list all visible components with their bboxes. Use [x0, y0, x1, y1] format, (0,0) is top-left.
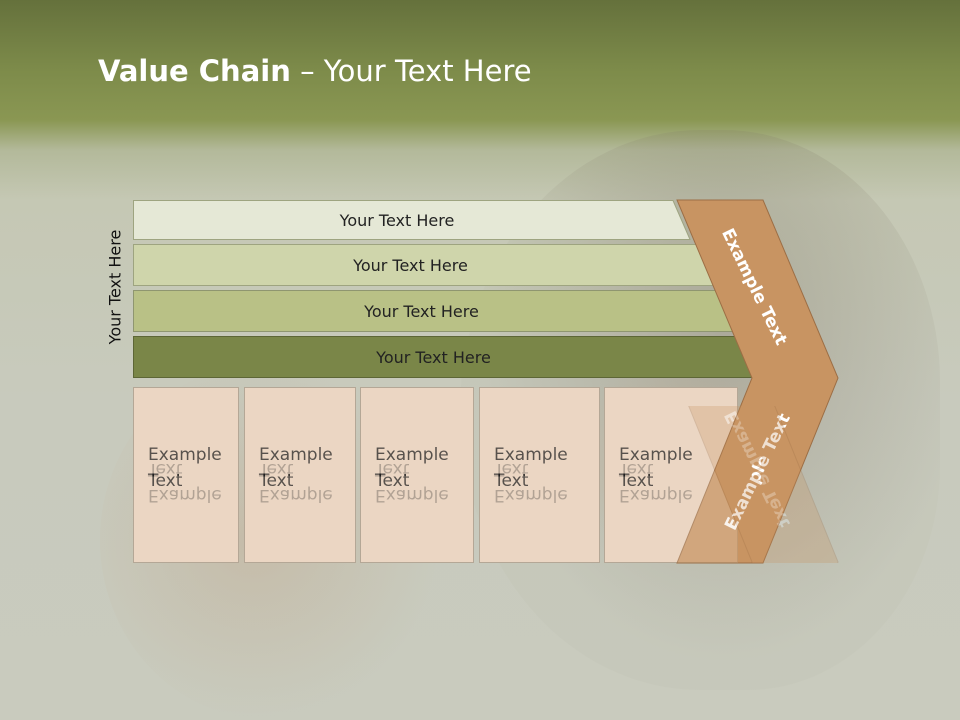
- value-chain-row-2: Your Text Here: [133, 244, 718, 286]
- example-box-3: Example Text: [360, 387, 474, 563]
- page-title: Value Chain – Your Text Here: [98, 54, 532, 88]
- example-box-4: Example Text: [479, 387, 600, 563]
- example-box-3-label: Example Text: [375, 445, 449, 491]
- example-box-5-label: Example Text: [619, 445, 693, 491]
- example-box-1-label: Example Text: [148, 445, 222, 491]
- row-1-label: Your Text Here: [339, 210, 455, 230]
- side-label: Your Text Here: [105, 229, 125, 345]
- row-2-label: Your Text Here: [353, 255, 468, 275]
- row-4-label: Your Text Here: [376, 347, 491, 367]
- title-rest: – Your Text Here: [290, 54, 532, 88]
- row-3-label: Your Text Here: [364, 301, 479, 321]
- title-bold: Value Chain: [98, 54, 291, 88]
- example-box-1: Example Text: [133, 387, 239, 563]
- value-chain-row-4: Your Text Here: [133, 336, 764, 378]
- example-box-2: Example Text: [244, 387, 356, 563]
- example-box-2-label: Example Text: [259, 445, 333, 491]
- value-chain-chevron: [676, 199, 839, 564]
- value-chain-row-1: Your Text Here: [133, 200, 691, 240]
- row-1-shape: [133, 200, 691, 240]
- value-chain-row-3: Your Text Here: [133, 290, 740, 332]
- example-box-5: Example Text: [604, 387, 738, 563]
- example-box-4-label: Example Text: [494, 445, 568, 491]
